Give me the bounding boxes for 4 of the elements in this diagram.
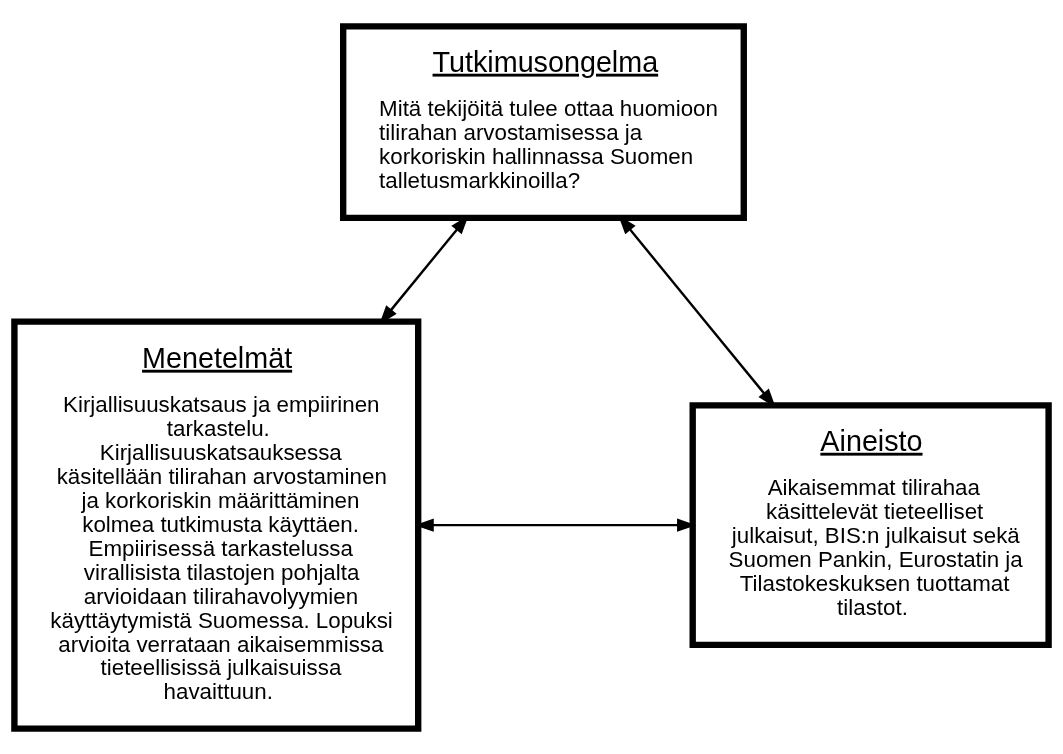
node-box: Menetelmät Kirjallisuuskatsaus ja empiirinen tarkastelu. Kirjallisuuskatsauksessa käsitellään tilirahan arvostaminen ja korkoriskin määrittäminen kolmea tutkimusta käyttäen. Empiirisessä tarkastelussa virallisista tilastojen pohjalta arvioidaan tilirahavolyymien käyttäytymistä Suomessa. Lopuksi arvioita verrataan aikaisemmissa tieteellisissä julkaisuissa havaittuun.: [11, 317, 422, 732]
node-box: Tutkimusongelma Mitä tekijöitä tulee ottaa huomioon tilirahan arvostamisessa ja korkoriskin hallinnassa Suomen talletusmarkkinoilla?: [340, 22, 747, 221]
arrow: [414, 517, 697, 532]
node-box: Aineisto Aikaisemmat tilirahaa käsittelevät tieteelliset julkaisut, BIS:n julkaisut sekä Suomen Pankin, Eurostatin ja Tilastokeskuksen tuottamat tilastot.: [689, 401, 1052, 648]
